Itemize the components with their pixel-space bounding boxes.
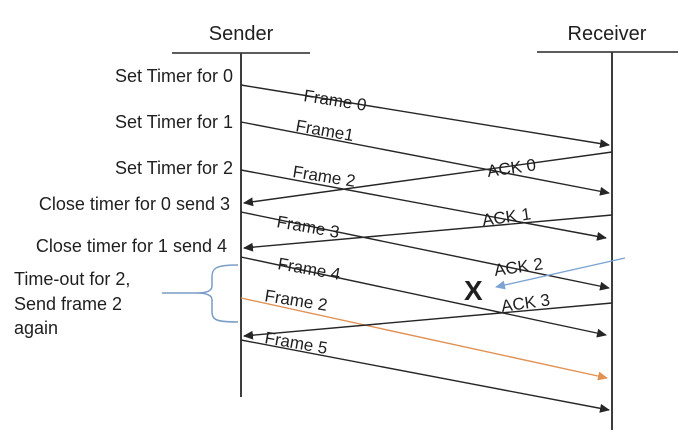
ack-1-label: ACK 1: [481, 204, 532, 230]
frame-3-label: Frame 3: [275, 212, 341, 242]
frame-0-arrow: [240, 84, 610, 148]
sender-title: Sender: [209, 23, 274, 45]
label-close-timer-1: Close timer for 1 send 4: [36, 236, 227, 256]
receiver-title: Receiver: [568, 23, 647, 45]
label-set-timer-0: Set Timer for 0: [115, 66, 233, 86]
label-set-timer-1: Set Timer for 1: [115, 112, 233, 132]
timeout-brace: [162, 264, 239, 323]
label-close-timer-0: Close timer for 0 send 3: [39, 194, 230, 214]
ack-2-lost-annotation-arrow: [495, 257, 626, 290]
ack-3-label: ACK 3: [500, 290, 551, 316]
frame-5-arrow: [240, 339, 610, 413]
frame-4-arrow: [240, 256, 607, 338]
frame-2-retransmit-arrow: [240, 297, 608, 381]
frame-0-label: Frame 0: [302, 86, 367, 115]
ack-3-arrow: [243, 302, 613, 340]
lost-ack-x-mark: X: [464, 275, 483, 306]
frame-2-label: Frame 2: [291, 162, 356, 191]
frame-5-label: Frame 5: [263, 328, 329, 358]
ack-1-arrow: [243, 214, 613, 252]
ack-0-arrow: [243, 151, 613, 207]
label-set-timer-2: Set Timer for 2: [115, 158, 233, 178]
frame-2-arrow: [240, 169, 607, 241]
timeout-note-line-1: Time-out for 2,: [14, 269, 130, 289]
frame-4-label: Frame 4: [276, 254, 342, 284]
ack-2-label: ACK 2: [493, 254, 544, 280]
timeout-note-line-3: again: [14, 318, 58, 338]
frame-1-arrow: [240, 121, 610, 196]
frame-1-label: Frame1: [294, 116, 355, 145]
timeout-note-line-2: Send frame 2: [14, 294, 122, 314]
